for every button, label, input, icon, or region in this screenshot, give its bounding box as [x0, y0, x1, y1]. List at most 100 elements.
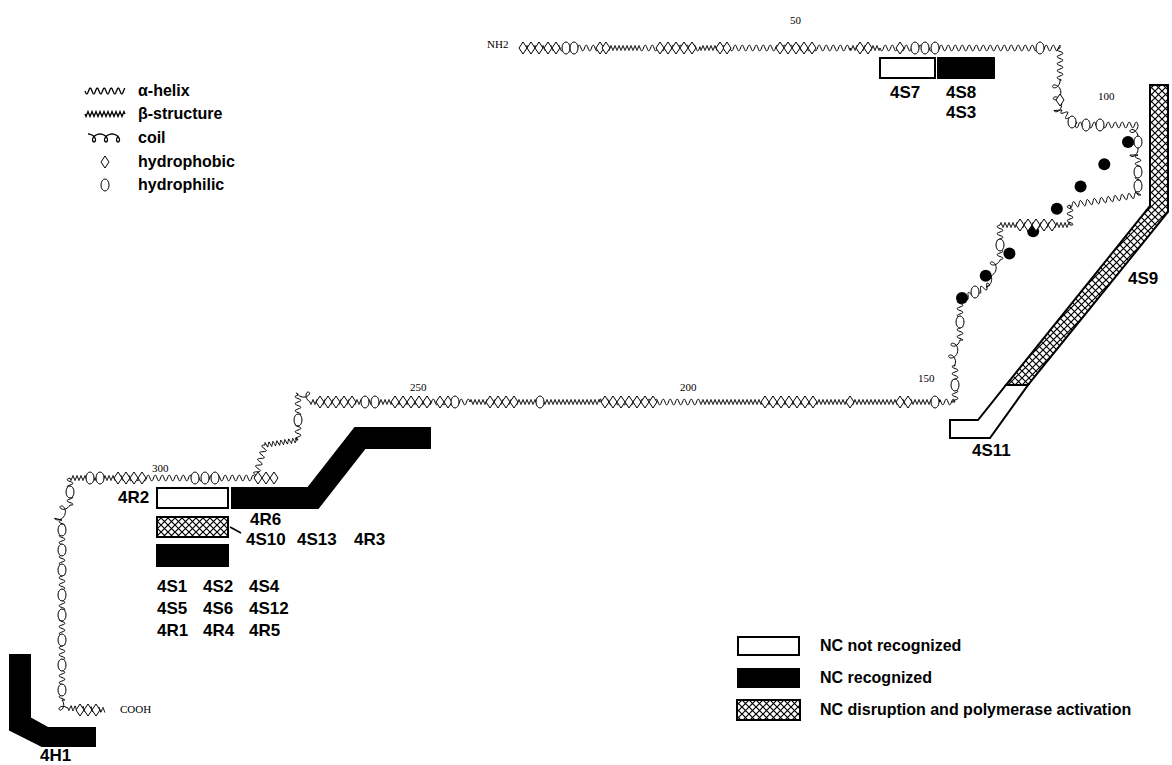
hydrophobic-diamond	[609, 396, 617, 408]
dotted-link-dot	[1122, 136, 1134, 148]
hydrophobic-diamond	[510, 396, 518, 408]
antibody-label: 4S7	[890, 84, 920, 103]
antibody-label: 4S13	[297, 531, 337, 550]
residue-number: 100	[1098, 90, 1115, 102]
hydrophilic-oval	[371, 396, 379, 408]
hydrophobic-diamond	[415, 396, 423, 408]
residue-number: 150	[918, 372, 935, 384]
antibody-label: 4S12	[249, 600, 289, 619]
epitope-bar	[157, 488, 228, 508]
hydrophobic-diamond	[76, 704, 84, 716]
hydrophobic-diamond	[486, 396, 494, 408]
hydrophobic-diamond	[672, 42, 680, 54]
backbone-trace	[55, 45, 1141, 712]
epitope-bar	[232, 428, 430, 508]
hydrophobic-diamond	[1032, 219, 1040, 231]
antibody-label: 4S2	[203, 578, 233, 597]
hydrophilic-oval	[86, 472, 94, 484]
terminus-label: COOH	[120, 703, 151, 715]
hydrophobic-diamond	[391, 396, 399, 408]
hydrophilic-oval	[66, 486, 74, 498]
dotted-link-dot	[1075, 181, 1087, 193]
hydrophobic-diamond	[633, 396, 641, 408]
hydrophilic-oval	[101, 179, 109, 191]
hydrophobic-diamond	[340, 396, 348, 408]
hydrophobic-diamond	[92, 704, 100, 716]
legend-text: NC not recognized	[820, 637, 961, 655]
residue-number: 200	[680, 381, 697, 393]
antibody-label: 4S8	[946, 84, 976, 103]
hydrophobic-diamond	[896, 396, 904, 408]
hydrophobic-diamond	[800, 42, 808, 54]
residue-number: 250	[410, 381, 427, 393]
hydrophilic-oval	[58, 609, 66, 621]
hydrophobic-diamond	[254, 472, 262, 484]
hydrophobic-diamond	[1056, 94, 1064, 106]
antibody-label: 4R2	[118, 489, 149, 508]
hydrophilic-oval	[451, 396, 459, 408]
hydrophobic-diamond	[138, 472, 146, 484]
hydrophobic-diamond	[723, 42, 731, 54]
dotted-link	[956, 136, 1134, 304]
hydrophobic-diamond	[332, 396, 340, 408]
antibody-label: 4S11	[972, 442, 1011, 461]
hydrophilic-oval	[996, 239, 1004, 251]
hydrophilic-oval	[911, 42, 919, 54]
legend-text: coil	[138, 129, 166, 147]
hydrophobic-diamond	[777, 396, 785, 408]
hydrophobic-diamond	[649, 396, 657, 408]
hydrophobic-diamond	[680, 42, 688, 54]
antibody-label: 4S3	[946, 104, 976, 123]
hydrophilic-oval	[562, 42, 570, 54]
hydrophobic-diamond	[784, 42, 792, 54]
hydrophobic-diamond	[601, 396, 609, 408]
hydrophobic-diamond	[494, 396, 502, 408]
hydrophilic-oval	[191, 472, 199, 484]
dotted-link-dot	[956, 292, 968, 304]
hydrophobic-diamond	[101, 156, 109, 168]
hydrophobic-diamond	[122, 472, 130, 484]
hydrophobic-diamond	[130, 472, 138, 484]
epitope-bar	[880, 58, 935, 78]
antibody-label: 4S5	[157, 600, 187, 619]
hydrophobic-diamond	[527, 42, 535, 54]
hydrophilic-oval	[201, 472, 209, 484]
hydrophobic-diamond	[808, 42, 816, 54]
legend-text: hydrophobic	[138, 153, 235, 171]
hydrophobic-diamond	[502, 396, 510, 408]
antibody-label: 4H1	[40, 747, 71, 765]
hydrophilic-oval	[1134, 136, 1142, 148]
hydrophobic-diamond	[1016, 219, 1024, 231]
hydrophobic-diamond	[688, 42, 696, 54]
legend-samples	[85, 88, 125, 191]
hydrophobic-diamond	[602, 42, 610, 54]
legend-swatch	[737, 700, 800, 720]
hydrophobic-diamond	[656, 42, 664, 54]
hydrophilic-oval	[1134, 180, 1142, 192]
hydrophobic-diamond	[809, 396, 817, 408]
legend-text: NC disruption and polymerase activation	[820, 701, 1131, 719]
hydrophobic-diamond	[846, 396, 854, 408]
hydrophilic-oval	[58, 524, 66, 536]
leader-line	[230, 527, 241, 533]
hydrophobic-diamond	[641, 396, 649, 408]
hydrophobic-diamond	[324, 396, 332, 408]
backbone-path	[55, 45, 1141, 712]
hydrophilic-oval	[58, 589, 66, 601]
hydrophobic-diamond	[769, 396, 777, 408]
hydrophilic-oval	[1082, 119, 1090, 131]
hydrophilic-oval	[1134, 166, 1142, 178]
hydrophilic-oval	[536, 396, 544, 408]
hydrophilic-oval	[971, 286, 979, 298]
dotted-link-dot	[1098, 158, 1110, 170]
hydrophobic-diamond	[270, 472, 278, 484]
hydrophobic-diamond	[544, 42, 552, 54]
hydrophilic-oval	[58, 544, 66, 556]
hydrophobic-diamond	[664, 42, 672, 54]
hydrophilic-oval	[951, 379, 959, 391]
hydrophobic-diamond	[348, 396, 356, 408]
hydrophilic-oval	[58, 659, 66, 671]
hydrophilic-oval	[921, 42, 929, 54]
hydrophilic-oval	[956, 316, 964, 328]
dotted-link-dot	[980, 270, 992, 282]
